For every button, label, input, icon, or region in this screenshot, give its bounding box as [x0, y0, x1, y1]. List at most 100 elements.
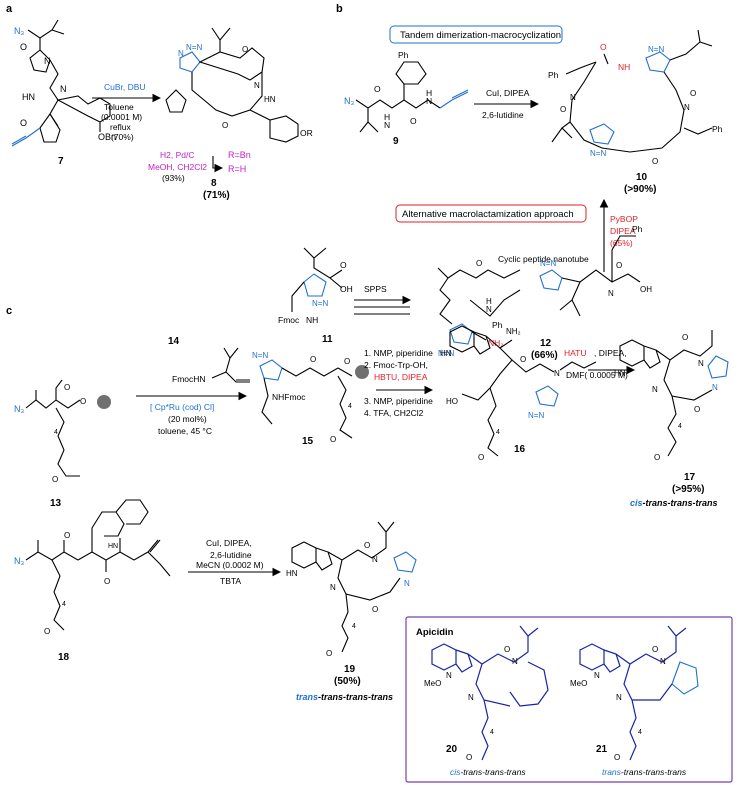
spps-label: SPPS: [364, 284, 387, 294]
svg-text:O: O: [52, 475, 58, 484]
svg-text:Ph: Ph: [548, 70, 559, 80]
compound-17-yield: (>95%): [672, 484, 705, 495]
compound-10-structure: Ph O NH N=N N O N O N=N Ph O 10 (>90%): [548, 29, 723, 195]
svg-text:N: N: [330, 583, 336, 592]
compound-16-label: 16: [514, 444, 526, 455]
svg-text:N=N: N=N: [438, 349, 454, 358]
resin-bead-13: [97, 395, 111, 409]
compound-17-label: 17: [684, 472, 696, 483]
azide-9-label: N₃: [344, 96, 354, 106]
pybop-dipea: DIPEA: [610, 226, 636, 236]
svg-text:H: H: [486, 297, 492, 306]
svg-text:4: 4: [54, 429, 58, 436]
compound-19-label: 19: [344, 664, 356, 675]
compound-17-structure: HN O N N N O 4 O 17 (>95%): [614, 330, 729, 495]
compound-7-structure: N₃ O N HN N O OBn 7: [11, 19, 116, 167]
compound-19-structure: HN O N N N O 4 O 19 (50%): [286, 521, 417, 687]
ru-loading: (20 mol%): [168, 414, 207, 424]
svg-text:O: O: [364, 541, 370, 550]
svg-text:O: O: [104, 577, 110, 586]
svg-text:4: 4: [490, 729, 494, 736]
compound-8-label: 8: [211, 178, 217, 189]
svg-text:O: O: [476, 259, 482, 268]
svg-text:NH: NH: [618, 62, 630, 72]
svg-text:N₃: N₃: [14, 404, 24, 414]
compound-12-label: 12: [540, 338, 552, 349]
svg-text:OH: OH: [640, 285, 652, 294]
reagent-lutidine: 2,6-lutidine: [482, 110, 524, 120]
compound-11-structure: O OH N=N Fmoc NH 11: [278, 247, 353, 345]
svg-text:O: O: [20, 42, 27, 52]
svg-text:N: N: [660, 657, 666, 666]
svg-text:O: O: [372, 605, 378, 614]
tandem-box-label: Tandem dimerization-macrocyclization: [400, 30, 561, 41]
r-bn-label: R=Bn: [228, 150, 251, 160]
svg-text:OH: OH: [340, 284, 353, 294]
svg-text:4: 4: [638, 729, 642, 736]
svg-text:N: N: [712, 383, 718, 392]
compound-14-label: 14: [168, 336, 180, 347]
cui-conc: MeCN (0.0002 M): [196, 560, 264, 570]
compound-13-structure: N₃ O O 4 O 13: [14, 379, 111, 509]
compound-7-label: 7: [58, 156, 64, 167]
svg-text:N=N: N=N: [648, 45, 664, 54]
nanotube-label: Cyclic peptide nanotube: [498, 254, 589, 264]
svg-text:N: N: [468, 693, 474, 702]
cui-label: CuI, DIPEA,: [206, 538, 252, 548]
svg-text:H: H: [384, 112, 390, 122]
compound-15-structure: N=N O O NHFmoc 4 O 15: [252, 351, 369, 447]
compound-19-yield: (50%): [334, 676, 361, 687]
compound-8-structure: N N=N O N HN O OR: [165, 27, 313, 143]
compound-20-structure: MeO N O N N 4 O 20: [424, 625, 549, 762]
reagent-solvent: Toluene: [104, 102, 134, 112]
azide-label: N₃: [14, 26, 24, 36]
svg-text:O: O: [616, 261, 622, 270]
svg-text:4: 4: [62, 601, 66, 608]
svg-text:HN: HN: [22, 92, 35, 102]
svg-text:O: O: [504, 645, 510, 654]
compound-18-label: 18: [58, 652, 70, 663]
deprotection-arrow: [212, 156, 224, 173]
svg-text:O: O: [242, 45, 248, 54]
svg-text:HN: HN: [108, 543, 118, 550]
step-2b: HBTU, DIPEA: [374, 372, 428, 382]
svg-text:4: 4: [678, 423, 682, 430]
panel-label-b: b: [336, 3, 343, 15]
svg-text:N: N: [594, 671, 600, 680]
svg-text:Ph: Ph: [632, 224, 643, 234]
compound-10-yield: (>90%): [624, 184, 657, 195]
svg-text:O: O: [64, 383, 70, 392]
step-2: 2. Fmoc-Trp-OH,: [364, 360, 428, 370]
compound-21-config: trans-trans-trans-trans: [602, 767, 687, 777]
svg-text:O: O: [222, 121, 228, 130]
or-label: OR: [300, 128, 313, 138]
reagent-cubr: CuBr, DBU: [104, 82, 146, 92]
svg-text:O: O: [374, 84, 381, 94]
svg-text:N: N: [684, 103, 690, 112]
svg-text:Ph: Ph: [712, 124, 723, 134]
fmochn-label: FmocHN: [172, 374, 206, 384]
svg-text:N₃: N₃: [14, 556, 24, 566]
compound-17-config: cis-trans-trans-trans: [630, 498, 718, 508]
svg-text:N=N: N=N: [590, 149, 606, 158]
svg-text:N: N: [178, 49, 184, 58]
svg-text:O: O: [682, 333, 688, 342]
svg-text:O: O: [614, 753, 620, 762]
pybop-label: PyBOP: [610, 214, 638, 224]
svg-text:O: O: [466, 753, 472, 762]
svg-text:O: O: [344, 357, 350, 366]
svg-text:O: O: [600, 42, 607, 52]
ru-catalyst: [ Cp*Ru (cod) Cl]: [150, 402, 214, 412]
compound-19-config: trans-trans-trans-trans: [296, 692, 393, 702]
alternative-box: [395, 204, 587, 223]
svg-text:H: H: [426, 88, 432, 98]
svg-text:HN: HN: [440, 349, 452, 358]
svg-text:N: N: [616, 693, 622, 702]
pybop-yield: (65%): [610, 238, 633, 248]
fmoc-label: Fmoc: [278, 315, 300, 325]
apicidin-title: Apicidin: [416, 627, 454, 638]
cui-tbta: TBTA: [220, 576, 241, 586]
svg-text:O: O: [560, 105, 566, 114]
hatu-conc: DMF( 0.0005 M): [566, 370, 628, 380]
svg-text:N: N: [570, 93, 576, 102]
